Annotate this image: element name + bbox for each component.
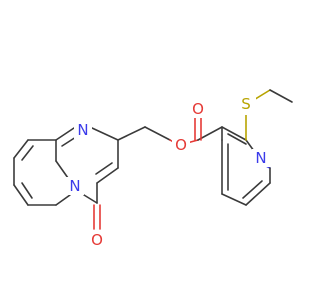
atom-labels: N N O O O S N: [66, 95, 270, 249]
atom-label-background: [74, 121, 92, 139]
atom-label-background: [172, 134, 190, 152]
sulfur-label: S: [241, 95, 251, 113]
bond: [55, 160, 69, 179]
bond: [197, 126, 223, 141]
bond: [269, 89, 293, 103]
bond: [55, 127, 75, 141]
bond: [144, 126, 171, 141]
bond: [117, 126, 146, 141]
bond: [21, 182, 33, 199]
bond: [83, 194, 98, 204]
oxygen-label: O: [175, 136, 187, 154]
nitrogen-label: N: [77, 121, 88, 139]
bond: [96, 167, 119, 184]
bond: [61, 136, 77, 147]
bond: [95, 162, 113, 175]
bond: [245, 182, 271, 206]
nitrogen-label: N: [69, 177, 80, 195]
bond: [91, 127, 119, 141]
bond: [227, 133, 247, 145]
bond: [13, 139, 29, 159]
oxygen-label: O: [91, 231, 103, 249]
atom-label-background: [236, 95, 256, 115]
bond: [21, 145, 34, 161]
atom-label-background: [88, 230, 106, 248]
bond: [221, 126, 247, 141]
bond: [221, 193, 247, 206]
bond: [13, 184, 29, 206]
oxygen-label: O: [192, 100, 204, 118]
atom-label-background: [252, 149, 270, 167]
atom-label-background: [66, 177, 84, 195]
atom-label-background: [189, 100, 207, 118]
nitrogen-label: N: [255, 149, 266, 167]
bond: [242, 180, 263, 199]
chemical-structure-diagram: N N O O O S N: [13, 89, 293, 249]
bond: [55, 194, 71, 206]
